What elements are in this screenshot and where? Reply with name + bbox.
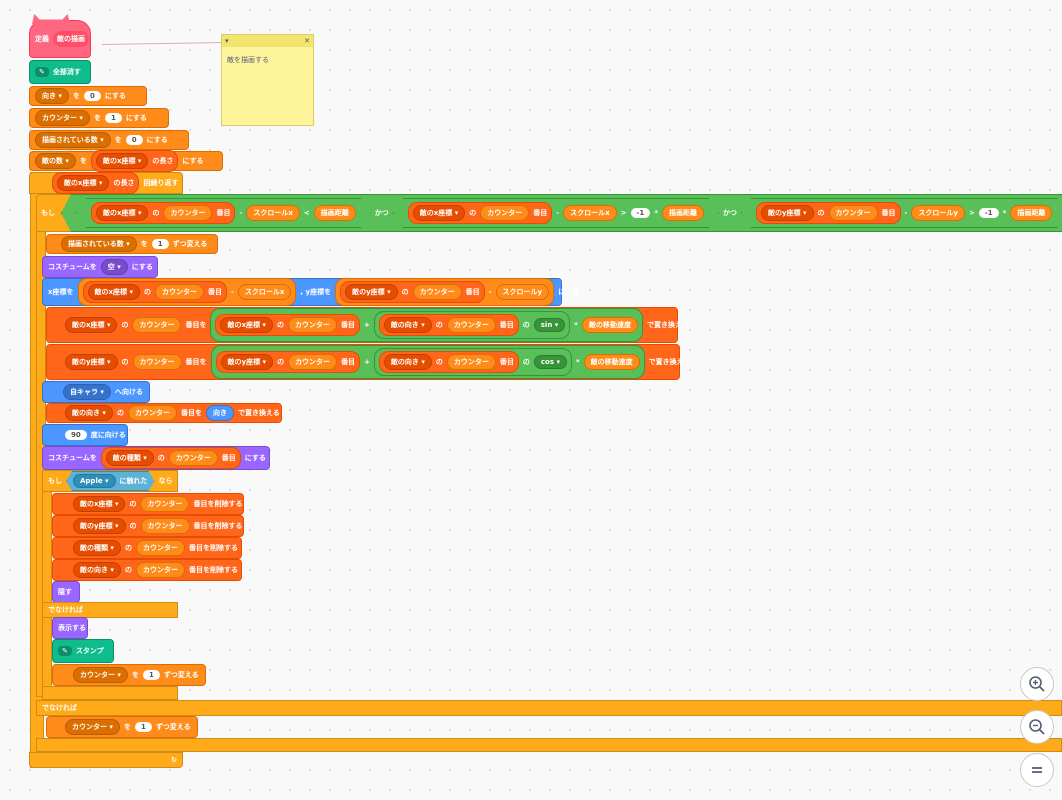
repeat-bottom[interactable]: ↻ — [29, 752, 183, 768]
zoom-in-icon — [1029, 676, 1045, 692]
close-icon[interactable]: ✕ — [304, 37, 310, 45]
switch-costume-block[interactable]: コスチュームを 空 にする — [42, 256, 158, 278]
item-of-list-reporter[interactable]: 敵のx座標 の カウンター 番目 — [408, 202, 552, 224]
replace-x-block[interactable]: 敵のx座標 の カウンター 番目を 敵のx座標 の カウンター 番目 + 敵の向… — [46, 307, 689, 343]
zoom-out-button[interactable] — [1020, 710, 1054, 744]
var-dropdown[interactable]: カウンター — [35, 110, 90, 126]
set-counter-block[interactable]: カウンター を 1 にする — [29, 108, 169, 128]
list-length-reporter[interactable]: 敵のx座標 の長さ — [52, 172, 140, 194]
comment-header[interactable]: ▾✕ — [222, 35, 313, 47]
math-func-dropdown[interactable]: sin — [533, 318, 566, 332]
comment-connector — [102, 41, 223, 46]
var-dropdown[interactable]: 向き — [35, 88, 69, 104]
gt-condition[interactable]: 敵のx座標 の カウンター 番目 - スクロールx > -1 * 描画距離 — [393, 198, 719, 228]
costume-dropdown[interactable]: 空 — [100, 259, 128, 275]
cat-ears-icon — [32, 14, 70, 24]
item-of-list-reporter[interactable]: 敵のx座標 の カウンター 番目 — [91, 202, 235, 224]
comment-text[interactable]: 敵を描画する — [227, 56, 269, 64]
change-counter-block[interactable]: カウンター を 1 ずつ変える — [52, 664, 206, 686]
delete-type-block[interactable]: 敵の種類 の カウンター 番目を削除する — [52, 537, 242, 559]
set-direction-block[interactable]: 向き を 0 にする — [29, 86, 147, 106]
point-towards-block[interactable]: 自キャラ へ向ける — [42, 381, 150, 403]
sprite-dropdown[interactable]: Apple — [73, 474, 116, 488]
and-condition[interactable]: 敵のx座標 の カウンター 番目 - スクロールx < 描画距離 かつ 敵のx座… — [61, 194, 1062, 232]
gt-condition-y[interactable]: 敵のy座標 の カウンター 番目 - スクロールy > -1 * 描画距離 — [741, 198, 1062, 228]
collapse-icon[interactable]: ▾ — [225, 37, 229, 45]
direction-reporter[interactable]: 向き — [205, 405, 234, 421]
if-block-bottom — [36, 738, 1062, 752]
if-else-arm — [42, 470, 52, 696]
if-touching-block[interactable]: もし Apple に触れた なら — [42, 470, 178, 492]
multiply-reporter[interactable]: 敵の向き の カウンター 番目 の sin — [373, 311, 571, 339]
add-reporter[interactable]: 敵のx座標 の カウンター 番目 + 敵の向き の カウンター 番目 の sin… — [210, 308, 643, 342]
pen-clear-block[interactable]: ✎ 全部消す — [29, 60, 91, 84]
list-dropdown[interactable]: 敵のx座標 — [57, 175, 110, 191]
define-label: 定義 — [35, 35, 49, 43]
change-counter-block-2[interactable]: カウンター を 1 ずつ変える — [46, 716, 198, 738]
change-drawn-count-block[interactable]: 描画されている数 を 1 ずつ変える — [46, 234, 218, 254]
subtract-reporter[interactable]: 敵のx座標 の カウンター 番目 - スクロールx — [77, 278, 297, 306]
show-block[interactable]: 表示する — [52, 617, 88, 639]
zoom-reset-button[interactable] — [1020, 753, 1054, 787]
zoom-reset-icon — [1032, 767, 1042, 773]
zoom-out-icon — [1029, 719, 1045, 735]
var-dropdown[interactable]: 描画されている数 — [35, 132, 111, 148]
define-name: 敵の描画 — [53, 31, 89, 47]
value-input[interactable]: 1 — [104, 113, 122, 123]
var-dropdown[interactable]: 描画されている数 — [61, 236, 137, 252]
stamp-block[interactable]: ✎ スタンプ — [52, 639, 114, 663]
pen-icon: ✎ — [58, 646, 72, 656]
set-enemy-count-block[interactable]: 敵の数 を 敵のx座標 の長さ にする — [29, 150, 223, 172]
zoom-in-button[interactable] — [1020, 667, 1054, 701]
hide-block[interactable]: 隠す — [52, 581, 80, 603]
delete-y-block[interactable]: 敵のy座標 の カウンター 番目を削除する — [52, 515, 244, 537]
switch-costume-list-block[interactable]: コスチュームを 敵の種類 の カウンター 番目 にする — [42, 446, 270, 470]
set-drawn-count-block[interactable]: 描画されている数 を 0 にする — [29, 130, 189, 150]
point-in-direction-block[interactable]: 90 度に向ける — [42, 424, 128, 446]
define-hat[interactable]: 定義 敵の描画 — [29, 20, 91, 58]
item-of-list-reporter[interactable]: 敵のy座標 の カウンター 番目 — [756, 202, 901, 224]
math-func-dropdown[interactable]: cos — [533, 355, 567, 369]
replace-direction-block[interactable]: 敵の向き の カウンター 番目を 向き で置き換える — [46, 403, 282, 423]
if-label: もし — [41, 209, 55, 217]
multiply-reporter[interactable]: 敵の向き の カウンター 番目 の cos — [373, 348, 572, 376]
loop-arrow-icon: ↻ — [171, 756, 177, 764]
comment-note[interactable]: ▾✕ 敵を描画する — [221, 34, 314, 126]
pen-icon: ✎ — [35, 67, 49, 77]
target-dropdown[interactable]: 自キャラ — [63, 384, 111, 400]
subtract-reporter[interactable]: 敵のy座標 の カウンター 番目 - スクロールy — [335, 278, 555, 306]
item-of-list-reporter[interactable]: 敵の種類 の カウンター 番目 — [100, 447, 241, 469]
value-input[interactable]: 0 — [125, 135, 143, 145]
else-bar-2[interactable]: でなければ — [36, 700, 1062, 716]
replace-y-block[interactable]: 敵のy座標 の カウンター 番目を 敵のy座標 の カウンター 番目 + 敵の向… — [46, 344, 690, 380]
else-bar[interactable]: でなければ — [42, 602, 178, 618]
list-length-reporter[interactable]: 敵のx座標 の長さ — [90, 150, 179, 172]
add-reporter[interactable]: 敵のy座標 の カウンター 番目 + 敵の向き の カウンター 番目 の cos… — [210, 345, 645, 379]
var-dropdown[interactable]: 敵の数 — [35, 153, 76, 169]
goto-xy-block[interactable]: x座標を 敵のx座標 の カウンター 番目 - スクロールx , y座標を 敵の… — [42, 278, 579, 306]
if-block-header[interactable]: もし 敵のx座標 の カウンター 番目 - スクロールx < 描画距離 かつ 敵… — [36, 194, 1062, 232]
touching-condition[interactable]: Apple に触れた — [66, 471, 155, 491]
delete-direction-block[interactable]: 敵の向き の カウンター 番目を削除する — [52, 559, 242, 581]
delete-x-block[interactable]: 敵のx座標 の カウンター 番目を削除する — [52, 493, 244, 515]
list-dropdown[interactable]: 敵のx座標 — [95, 153, 149, 169]
repeat-block[interactable]: 敵のx座標 の長さ 回繰り返す — [29, 172, 183, 194]
if-else-bottom — [42, 686, 178, 700]
value-input[interactable]: 0 — [83, 91, 101, 101]
clear-label: 全部消す — [52, 68, 81, 76]
lt-condition[interactable]: 敵のx座標 の カウンター 番目 - スクロールx < 描画距離 — [76, 198, 371, 228]
var-dropdown[interactable]: カウンター — [73, 667, 128, 683]
var-dropdown[interactable]: カウンター — [65, 719, 120, 735]
